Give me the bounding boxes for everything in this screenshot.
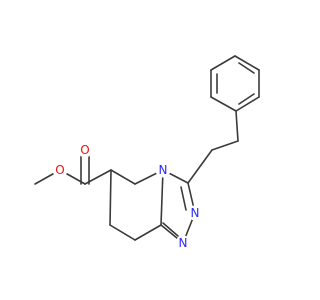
bond-ph-inner-c	[238, 93, 255, 105]
bond-c3-ch2	[187, 149, 213, 184]
bond-c7-c6	[109, 169, 112, 226]
bond-n4-c8a	[160, 169, 164, 226]
atom-label-o-carbonyl: O	[80, 143, 89, 157]
bond-ph-inner-b	[238, 62, 255, 74]
atom-label-n-triazole-upper: N	[191, 206, 200, 220]
bond-ph-6	[235, 96, 260, 112]
bond-ch2-phenyl	[235, 110, 239, 142]
bond-c8-c7	[109, 224, 136, 241]
atom-label-n-bridgehead: N	[159, 163, 168, 177]
atom-n-triazole-upper: N	[187, 205, 203, 221]
bond-ph-3	[210, 55, 236, 71]
atom-o-ether: O	[52, 162, 68, 178]
bond-ch2-ch2	[211, 140, 239, 151]
molecule-canvas: O O N N N	[34, 55, 260, 251]
atom-n-bridgehead: N	[155, 162, 171, 178]
atom-label-o-ether: O	[55, 163, 64, 177]
structure-diagram: O O N N N	[34, 55, 260, 251]
bond-c3-n2-double-b	[180, 186, 187, 211]
bond-ph-1	[210, 96, 237, 112]
bond-c6-c5	[110, 169, 136, 185]
bond-c8a-c8	[134, 224, 162, 241]
atom-o-carbonyl: O	[77, 142, 93, 158]
bond-n1-c8a-double-b	[162, 222, 179, 237]
atom-label-n-triazole-lower: N	[179, 236, 188, 250]
atom-label-layer: O O N N N	[52, 142, 203, 251]
bond-layer	[34, 55, 260, 244]
bond-carbonyl-to-ring	[84, 169, 112, 185]
bond-ph-4	[234, 55, 260, 71]
atom-n-triazole-lower: N	[175, 235, 191, 251]
